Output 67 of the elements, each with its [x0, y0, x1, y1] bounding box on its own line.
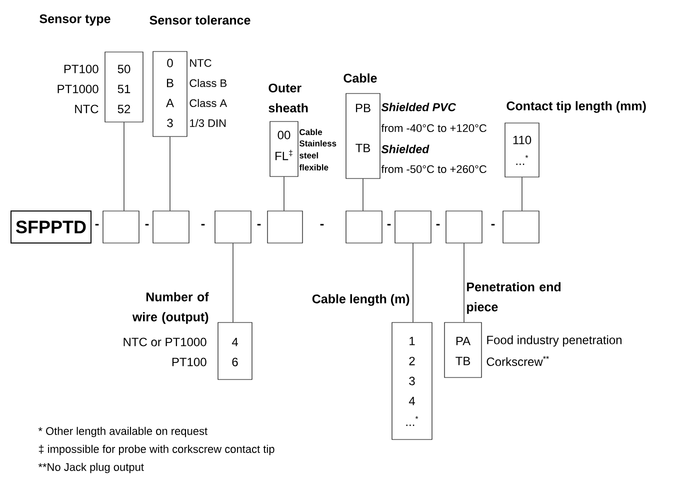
option-description: PT100 [172, 358, 206, 366]
separator-dash: - [257, 224, 261, 226]
code-box [446, 210, 482, 244]
option-description: Shielded [381, 144, 430, 154]
code-box [346, 210, 382, 244]
option-box: PB TB [346, 93, 380, 179]
code-box [102, 210, 140, 244]
field-heading: Sensor tolerance [150, 15, 250, 25]
option-box: 1 2 3 4 ...$^{*}$ [392, 322, 432, 440]
footnote: ‡ impossible for probe with corkscrew contact tip [38, 444, 274, 456]
code-box [502, 210, 540, 244]
option-box: 110 ...$^{*}$ [504, 122, 540, 178]
option-description: Food industry penetration [487, 335, 622, 347]
separator-dash: - [95, 224, 99, 226]
code-box [152, 210, 190, 244]
code-box [214, 210, 252, 244]
node-label: 3 [409, 376, 415, 386]
code-prefix-box: SFPPTD [10, 210, 92, 244]
option-description: Class B [190, 78, 226, 88]
separator-dash: - [387, 224, 391, 226]
option-description: NTC [190, 59, 212, 67]
separator-dash: - [145, 224, 149, 226]
separator-dash: - [201, 224, 205, 226]
option-description: NTC [75, 104, 98, 114]
option-description: from -40°C to +120°C [381, 124, 486, 132]
node-label: 4 [408, 396, 415, 406]
connector-line [412, 243, 414, 322]
field-heading: Sensor type [40, 14, 110, 26]
field-heading: Number of wire (output) [132, 292, 209, 324]
option-box: PA TB [444, 322, 482, 378]
option-description: NTC or PT1000 [124, 338, 206, 346]
separator-dash: - [491, 224, 495, 226]
code-box [267, 210, 303, 244]
option-description: Shielded PVC [381, 102, 456, 112]
option-box: 4 6 [218, 322, 252, 380]
field-heading: Outer sheath [268, 84, 308, 112]
field-heading: Penetration end piece [467, 282, 561, 314]
footnote: **No Jack plug output [38, 462, 144, 474]
node-label: 3 [167, 118, 173, 128]
separator-dash: - [320, 224, 324, 226]
node-label: 2 [409, 356, 415, 366]
option-description: Class A [190, 98, 228, 108]
node-label: B [166, 78, 174, 88]
option-description: PT100 [64, 64, 98, 74]
node-label: TB [356, 144, 370, 152]
option-description: Stainless steel flexible [299, 140, 336, 170]
footnote: * Other length available on request [38, 426, 208, 438]
option-description: PT1000 [58, 84, 98, 94]
node-label: PB [356, 104, 370, 112]
option-box: 0 B A 3 [152, 51, 188, 137]
option-box: 50 51 52 [104, 52, 144, 122]
option-description: Cable [300, 128, 322, 136]
node-label: 0 [167, 58, 173, 68]
option-box: 00 FL$^{‡}$ [270, 121, 298, 177]
field-heading: Contact tip length (mm) [506, 101, 646, 113]
option-description: Corkscrew$^{**}$ [486, 356, 549, 366]
option-description: 1/3 DIN [190, 118, 226, 128]
separator-dash: - [436, 224, 440, 226]
connector-line [232, 243, 234, 322]
option-description: from -50°C to +260°C [381, 164, 486, 174]
code-box [394, 210, 432, 244]
field-heading: Cable [344, 73, 377, 83]
node-label: 1 [410, 336, 415, 346]
field-heading: Cable length (m) [312, 294, 410, 306]
node-label: A [166, 98, 174, 108]
connector-line [362, 178, 364, 211]
node-label: ...$^{*}$ [406, 416, 418, 426]
